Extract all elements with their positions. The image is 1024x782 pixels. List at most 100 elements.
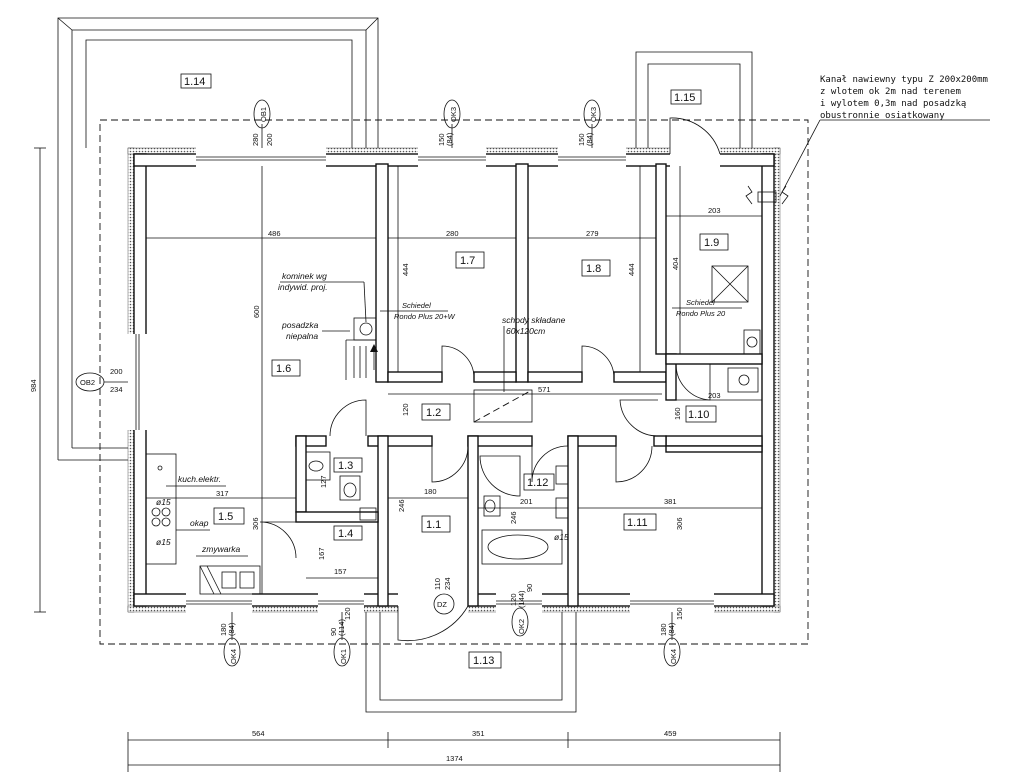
room-label: 1.5 [218, 511, 233, 523]
dim-text: 317 [216, 489, 229, 498]
chimney-label: Schiedel [686, 298, 715, 307]
pipe-label: ø15 [554, 532, 569, 542]
chimney-label: Rondo Plus 20 [676, 309, 726, 318]
vent-channel [745, 119, 990, 205]
room-label: 1.10 [688, 409, 709, 421]
dim-text: 180 [424, 487, 437, 496]
room-label: 1.7 [460, 255, 475, 267]
kitchen-label: kuch.elektr. [178, 474, 221, 484]
room-label: 1.8 [586, 263, 601, 275]
room-label-boxes [180, 73, 729, 669]
exterior-openings [127, 147, 720, 613]
dim-text: 234 [443, 577, 452, 590]
dim-text: (144) [517, 590, 526, 608]
opening-label: OK3 [589, 107, 598, 122]
dim-text: 180 [659, 623, 668, 636]
dim-text: 160 [673, 407, 682, 420]
dim-text: 120 [509, 593, 518, 606]
floor-note-label: niepalna [286, 331, 318, 341]
dim-text: (84) [667, 622, 676, 636]
dim-text: 90 [525, 584, 534, 592]
opening-label: OB2 [80, 378, 95, 387]
dim-text: 203 [708, 206, 721, 215]
opening-markers [75, 99, 681, 667]
dim-text: 246 [509, 511, 518, 524]
dim-text: 404 [671, 257, 680, 270]
pipe-label: ø15 [156, 537, 171, 547]
room-label: 1.9 [704, 237, 719, 249]
terrace-1-14-outline [57, 17, 379, 461]
dim-text: 203 [708, 391, 721, 400]
entry-1-15-outline [635, 51, 753, 148]
dim-text: 984 [29, 379, 38, 392]
room-label: 1.12 [527, 477, 548, 489]
dim-text: 201 [520, 497, 533, 506]
door-swings [259, 117, 721, 642]
exterior-walls [127, 147, 781, 613]
chimney-label: Schiedel [402, 301, 431, 310]
fixtures [145, 265, 761, 595]
dim-text: 279 [586, 229, 599, 238]
vent-note: obustronnie osiatkowany [820, 111, 945, 121]
dim-text: 180 [219, 623, 228, 636]
dim-text: 167 [317, 547, 326, 560]
dim-text: 150 [437, 133, 446, 146]
dim-text: 90 [329, 628, 338, 636]
dim-text: 280 [446, 229, 459, 238]
dim-text: 120 [343, 607, 352, 620]
dim-text: 280 [251, 133, 260, 146]
chimney-label: Rondo Plus 20+W [394, 312, 456, 321]
dim-text: 381 [664, 497, 677, 506]
opening-label: OK2 [517, 619, 526, 634]
floor-note-label: posadzka [281, 320, 319, 330]
stairs-label: schody składane [502, 315, 566, 325]
room-label: 1.11 [627, 517, 648, 529]
dim-text: (84) [585, 132, 594, 146]
dim-text: 351 [472, 729, 485, 738]
dim-text: 234 [110, 385, 123, 394]
opening-label: OK4 [669, 649, 678, 664]
dim-text: 120 [401, 403, 410, 416]
dim-text: (84) [445, 132, 454, 146]
room-label: 1.3 [338, 460, 353, 472]
pipe-label: ø15 [156, 497, 171, 507]
entry-1-13-outline [365, 612, 577, 713]
dim-text: (84) [227, 622, 236, 636]
dim-text: 200 [265, 133, 274, 146]
dim-text: 600 [252, 305, 261, 318]
room-label: 1.6 [276, 363, 291, 375]
dimension-lines [34, 147, 781, 772]
roof-outline [99, 119, 809, 645]
room-label: 1.1 [426, 519, 441, 531]
room-label: 1.4 [338, 528, 353, 540]
opening-label: OB1 [259, 107, 268, 122]
dim-text: 200 [110, 367, 123, 376]
dim-text: 444 [401, 263, 410, 276]
dim-text: 564 [252, 729, 265, 738]
dim-text: 110 [433, 578, 442, 590]
opening-label: OK3 [449, 107, 458, 122]
fireplace-label: kominek wg [282, 271, 327, 281]
dim-text: 246 [397, 499, 406, 512]
opening-label: OK1 [339, 649, 348, 664]
dim-text: (114) [337, 619, 346, 636]
dim-text: 157 [334, 567, 347, 576]
fireplace-label: indywid. proj. [278, 282, 328, 292]
vent-note: Kanał nawiewny typu Z 200x200mm [820, 75, 988, 85]
room-label: 1.2 [426, 407, 441, 419]
dim-text: 459 [664, 729, 677, 738]
vent-note: z wlotem ok 2m nad terenem [820, 87, 961, 97]
dim-text: 486 [268, 229, 281, 238]
stairs-label: 60x120cm [506, 326, 545, 336]
dim-text: 150 [577, 133, 586, 146]
opening-label: OK4 [229, 649, 238, 664]
dim-text: 150 [675, 607, 684, 620]
vent-note: i wylotem 0,3m nad posadzką [820, 99, 966, 109]
dim-text: 127 [319, 475, 328, 488]
room-label: 1.14 [184, 76, 205, 88]
dim-text: 306 [675, 517, 684, 530]
room-label: 1.15 [674, 92, 695, 104]
dim-text: 1374 [446, 754, 463, 763]
hood-label: okap [190, 518, 209, 528]
